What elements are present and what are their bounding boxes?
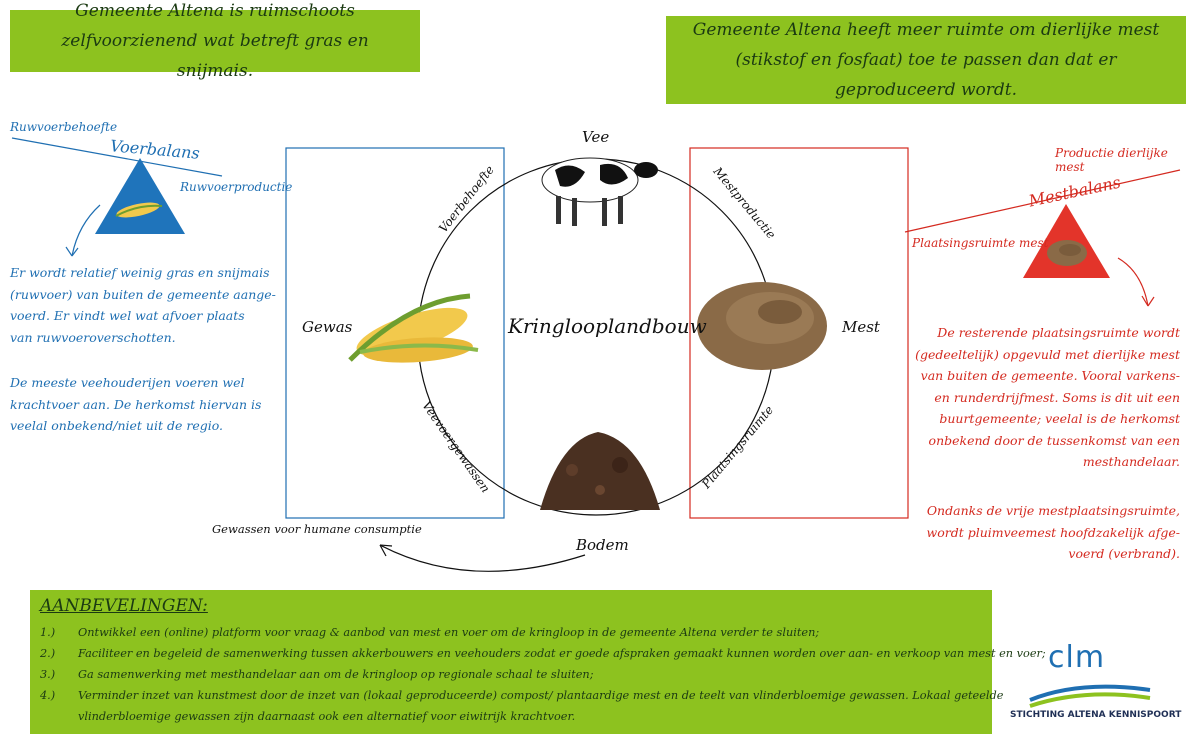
- left-paragraph-1: Er wordt relatief weinig gras en snijmai…: [10, 262, 276, 348]
- left-para2-line: De meeste veehouderijen voeren wel: [10, 375, 245, 390]
- ruwvoerproductie-label: Ruwvoerproductie: [180, 180, 293, 194]
- voerbalans-triangle: [95, 158, 185, 234]
- voerbalans-arrow: [71, 204, 101, 257]
- right-paragraph-2: Ondanks de vrije mestplaatsingsruimte, w…: [927, 500, 1180, 565]
- recommendation-text: Verminder inzet van kunstmest door de in…: [78, 689, 1004, 702]
- mestbalans-arrow: [1117, 257, 1149, 307]
- recommendation-number: 3.): [40, 668, 56, 681]
- recommendation-number: 1.): [40, 626, 56, 639]
- recommendation-text: Ga samenwerking met mesthandelaar aan om…: [78, 668, 594, 681]
- left-para2-line: krachtvoer aan. De herkomst hiervan is: [10, 396, 262, 412]
- recommendations-title: AANBEVELINGEN:: [40, 596, 208, 616]
- banner-left-text: Gemeente Altena is ruimschoots zelfvoorz…: [61, 1, 369, 81]
- recommendation-item: vlinderbloemige gewassen zijn daarnaast …: [40, 710, 575, 723]
- right-para2-line: Ondanks de vrije mestplaatsingsruimte,: [926, 503, 1180, 518]
- left-para1-line: voerd. Er vindt wel wat afvoer plaats: [10, 308, 245, 323]
- cow-image: [541, 157, 658, 226]
- productie-dierlijke-mest-label: Productie dierlijke mest: [1055, 146, 1168, 174]
- outflow-label: Gewassen voor humane consumptie: [212, 522, 422, 536]
- recommendation-item: 4.) Verminder inzet van kunstmest door de…: [40, 689, 1003, 702]
- manure-small-image: [1047, 240, 1087, 266]
- voerbalans-beam: [11, 137, 223, 177]
- mestbalans-beam: [904, 169, 1181, 233]
- banner-right: Gemeente Altena heeft meer ruimte om die…: [666, 16, 1186, 104]
- left-paragraph-2: De meeste veehouderijen voeren wel krach…: [10, 372, 261, 437]
- right-para1-line: mesthandelaar.: [1082, 454, 1180, 469]
- recommendation-text: vlinderbloemige gewassen zijn daarnaast …: [78, 710, 576, 723]
- recommendation-text: Faciliteer en begeleid de samenwerking t…: [78, 647, 1046, 660]
- right-para1-line: De resterende plaatsingsruimte wordt: [937, 325, 1180, 340]
- soil-image: [540, 432, 660, 510]
- manure-image: [697, 282, 827, 370]
- recommendations-box: AANBEVELINGEN: 1.) Ontwikkel een (online)…: [30, 590, 1046, 734]
- right-para1-line: onbekend door de tussenkomst van een: [928, 432, 1180, 448]
- plaatsingsruimte-mest-label: Plaatsingsruimte mest: [912, 236, 1049, 250]
- left-para1-line: (ruwvoer) van buiten de gemeente aange-: [10, 286, 276, 302]
- banner-right-text: Gemeente Altena heeft meer ruimte om die…: [692, 20, 1160, 100]
- banner-left: Gemeente Altena is ruimschoots zelfvoorz…: [10, 1, 420, 81]
- corn-small-image: [115, 202, 163, 218]
- gewas-box: [285, 147, 505, 519]
- logo-org: STICHTING ALTENA KENNISPOORT: [1010, 710, 1182, 720]
- recommendation-item: 2.) Faciliteer en begeleid de samenwerkin…: [40, 647, 1046, 660]
- node-gewas: Gewas: [302, 318, 353, 336]
- recommendation-item: 3.) Ga samenwerking met mesthandelaar aan…: [40, 668, 594, 681]
- logo-mark: clm: [1048, 640, 1106, 675]
- mest-box: [689, 147, 909, 519]
- center-title: Kringlooplandbouw: [508, 314, 707, 338]
- recommendation-number: 2.): [40, 647, 56, 660]
- node-bodem: Bodem: [576, 536, 629, 554]
- recommendation-text: Ontwikkel een (online) platform voor vra…: [78, 626, 820, 639]
- left-para1-line: van ruwvoeroverschotten.: [10, 329, 176, 345]
- recommendation-number: 4.): [40, 689, 56, 702]
- corn-image: [348, 293, 479, 363]
- outflow-arrow: [379, 544, 586, 572]
- node-mest: Mest: [842, 318, 880, 336]
- right-para1-line: en runderdrijfmest. Soms is dit uit een: [934, 389, 1180, 405]
- left-para2-line: veelal onbekend/niet uit de regio.: [10, 418, 224, 433]
- left-para1-line: Er wordt relatief weinig gras en snijmai…: [10, 265, 270, 280]
- logo: clm STICHTING ALTENA KENNISPOORT: [1010, 640, 1190, 730]
- logo-swoosh: [1029, 684, 1151, 702]
- right-para1-line: (gedeeltelijk) opgevuld met dierlijke me…: [915, 346, 1180, 362]
- right-paragraph-1: De resterende plaatsingsruimte wordt (ge…: [915, 322, 1180, 473]
- recommendation-item: 1.) Ontwikkel een (online) platform voor …: [40, 626, 819, 639]
- node-vee: Vee: [582, 128, 610, 146]
- right-para1-line: buurtgemeente; veelal is de herkomst: [939, 411, 1180, 426]
- right-para2-line: voerd (verbrand).: [1068, 546, 1180, 561]
- right-para1-line: van buiten de gemeente. Vooral varkens-: [920, 368, 1180, 383]
- right-para2-line: wordt pluimveemest hoofdzakelijk afge-: [926, 524, 1180, 540]
- ruwvoerbehoefte-label: Ruwvoerbehoefte: [10, 120, 118, 134]
